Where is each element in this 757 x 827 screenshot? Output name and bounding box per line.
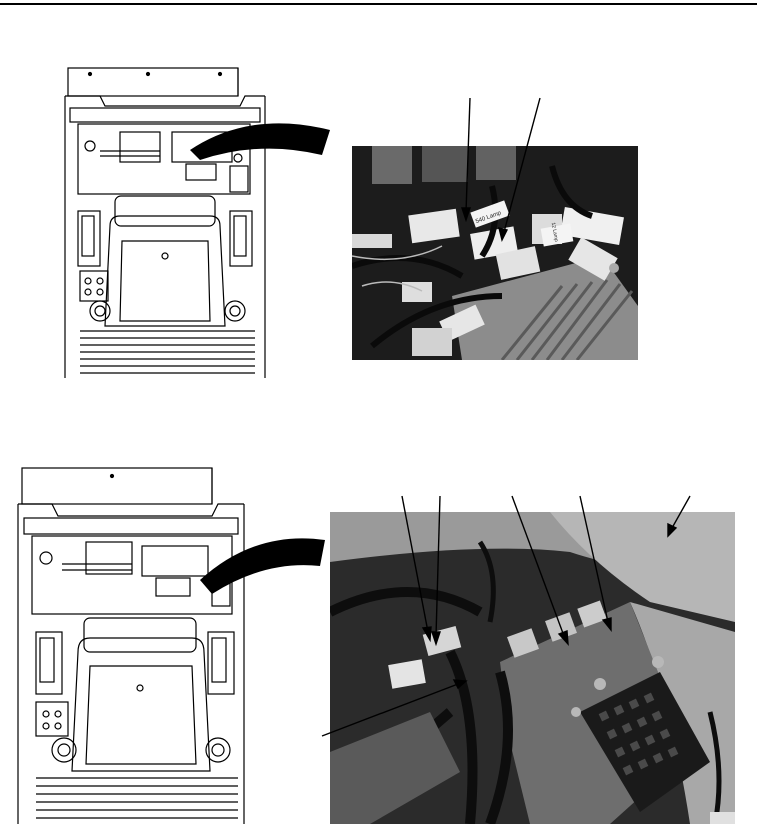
wiring-harness-connectors-photo-icon: 540 Lamp 12 Lamp: [352, 146, 638, 360]
vehicle-diagram-top: [60, 66, 270, 378]
relay-bracket-fuse-block-photo-icon: [330, 512, 735, 824]
connector-tag-label-2: 12 Lamp: [550, 222, 559, 242]
vehicle-top-view-diagram-icon-2: [17, 467, 245, 824]
vehicle-diagram-bottom: [12, 466, 252, 824]
wiring-harness-photo: 540 Lamp 12 Lamp: [352, 146, 638, 360]
relay-bracket-photo: [330, 512, 735, 824]
vehicle-top-view-diagram-icon: [64, 67, 266, 378]
header-rule: [0, 3, 757, 5]
